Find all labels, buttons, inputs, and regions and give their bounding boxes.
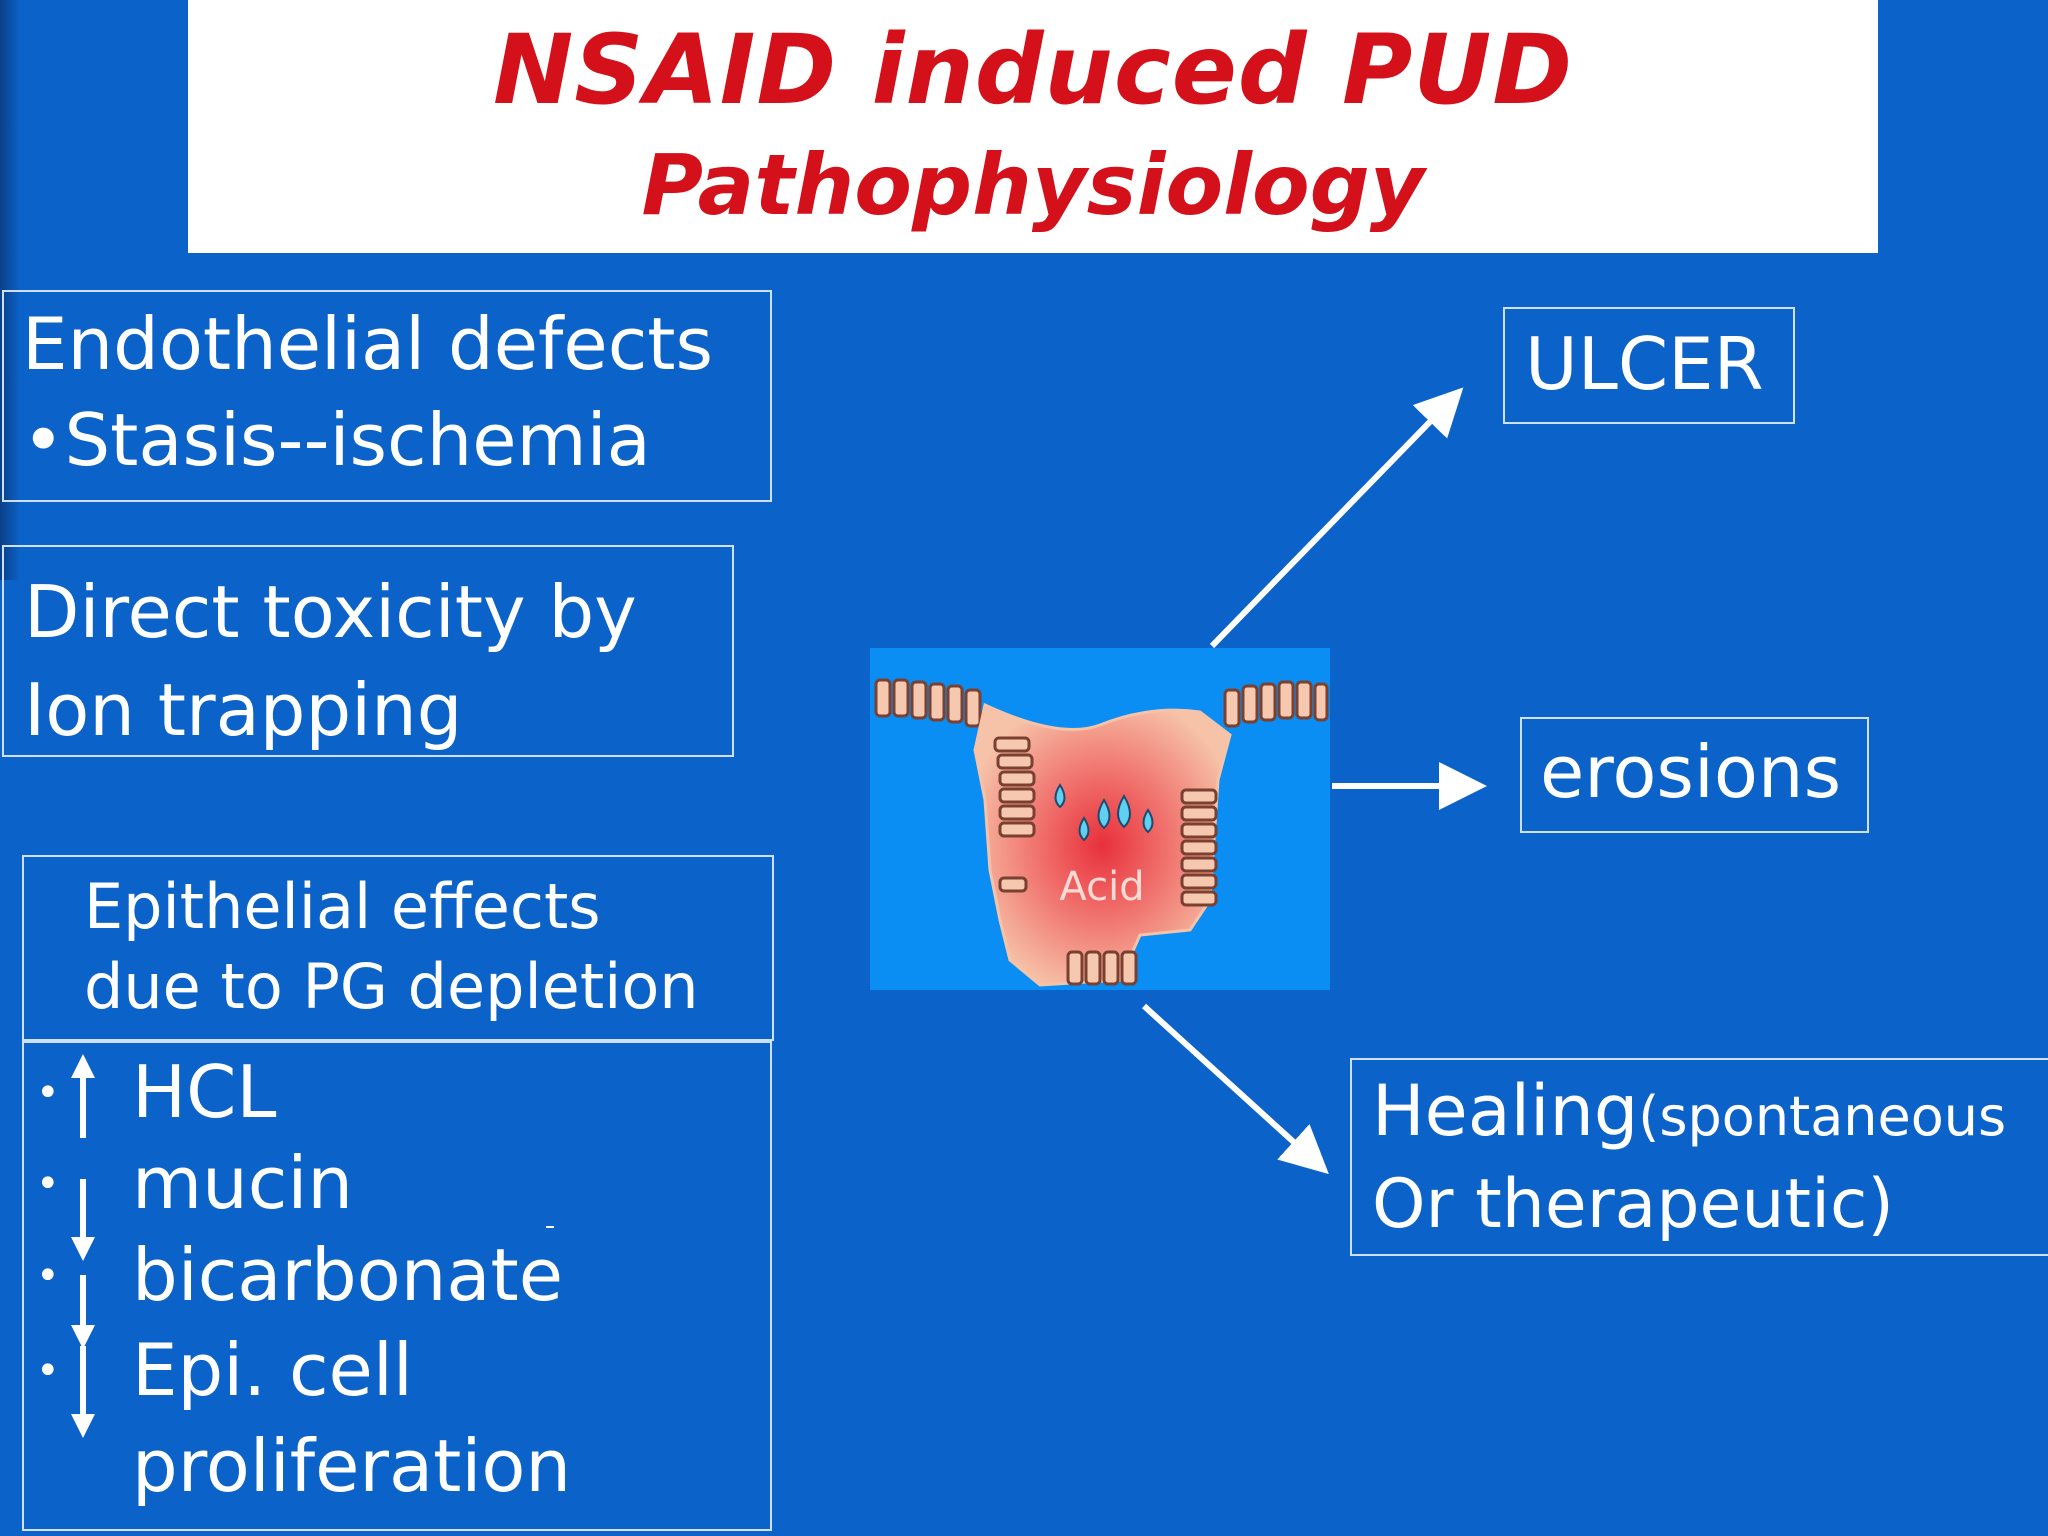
ulcer-box [1503, 307, 1795, 424]
epithelial-effects-line2: due to PG depletion [84, 950, 699, 1023]
direct-toxicity-line2: Ion trapping [24, 668, 463, 752]
epithelial-effects-header-box [22, 855, 774, 1041]
endothelial-defects-box [2, 290, 772, 502]
ulcer-label: ULCER [1525, 322, 1764, 406]
healing-main: Healing [1372, 1070, 1639, 1152]
arrow-up-icon [71, 1054, 95, 1138]
bullet-dot: • [36, 1161, 60, 1207]
list-item-label: mucin [132, 1141, 353, 1225]
title-panel: NSAID induced PUD Pathophysiology [188, 0, 1878, 253]
erosions-box [1520, 717, 1869, 833]
arrow-down-icon [71, 1346, 95, 1438]
slide-title: NSAID induced PUD [492, 14, 1574, 126]
direct-toxicity-box [2, 545, 734, 757]
list-item-label: bicarbonate [132, 1233, 564, 1317]
direct-toxicity-line1: Direct toxicity by [24, 570, 637, 654]
slide-subtitle: Pathophysiology [641, 136, 1425, 234]
stray-dash-mark [546, 1226, 554, 1228]
stasis-ischemia-bullet: •Stasis--ischemia [22, 398, 651, 482]
healing-line2: Or therapeutic) [1372, 1165, 1894, 1244]
bullet-dot: • [36, 1348, 60, 1394]
bullet-dot: • [36, 1070, 60, 1116]
epithelial-effects-line1: Epithelial effects [84, 870, 601, 943]
endothelial-defects-heading: Endothelial defects [22, 302, 714, 386]
healing-paren: (spontaneous [1638, 1085, 2007, 1148]
erosions-label: erosions [1540, 730, 1842, 814]
arrow-down-icon [71, 1179, 95, 1261]
arrow-down-icon [71, 1275, 95, 1349]
bullet-dot: • [36, 1253, 60, 1299]
healing-line1: Healing(spontaneous [1372, 1070, 2006, 1152]
list-item-label: HCL [132, 1050, 277, 1134]
epithelial-effects-list-box [22, 1041, 772, 1531]
list-item-continuation: proliferation [132, 1424, 572, 1508]
list-item-label: Epi. cell [132, 1328, 413, 1412]
healing-box [1350, 1058, 2048, 1256]
